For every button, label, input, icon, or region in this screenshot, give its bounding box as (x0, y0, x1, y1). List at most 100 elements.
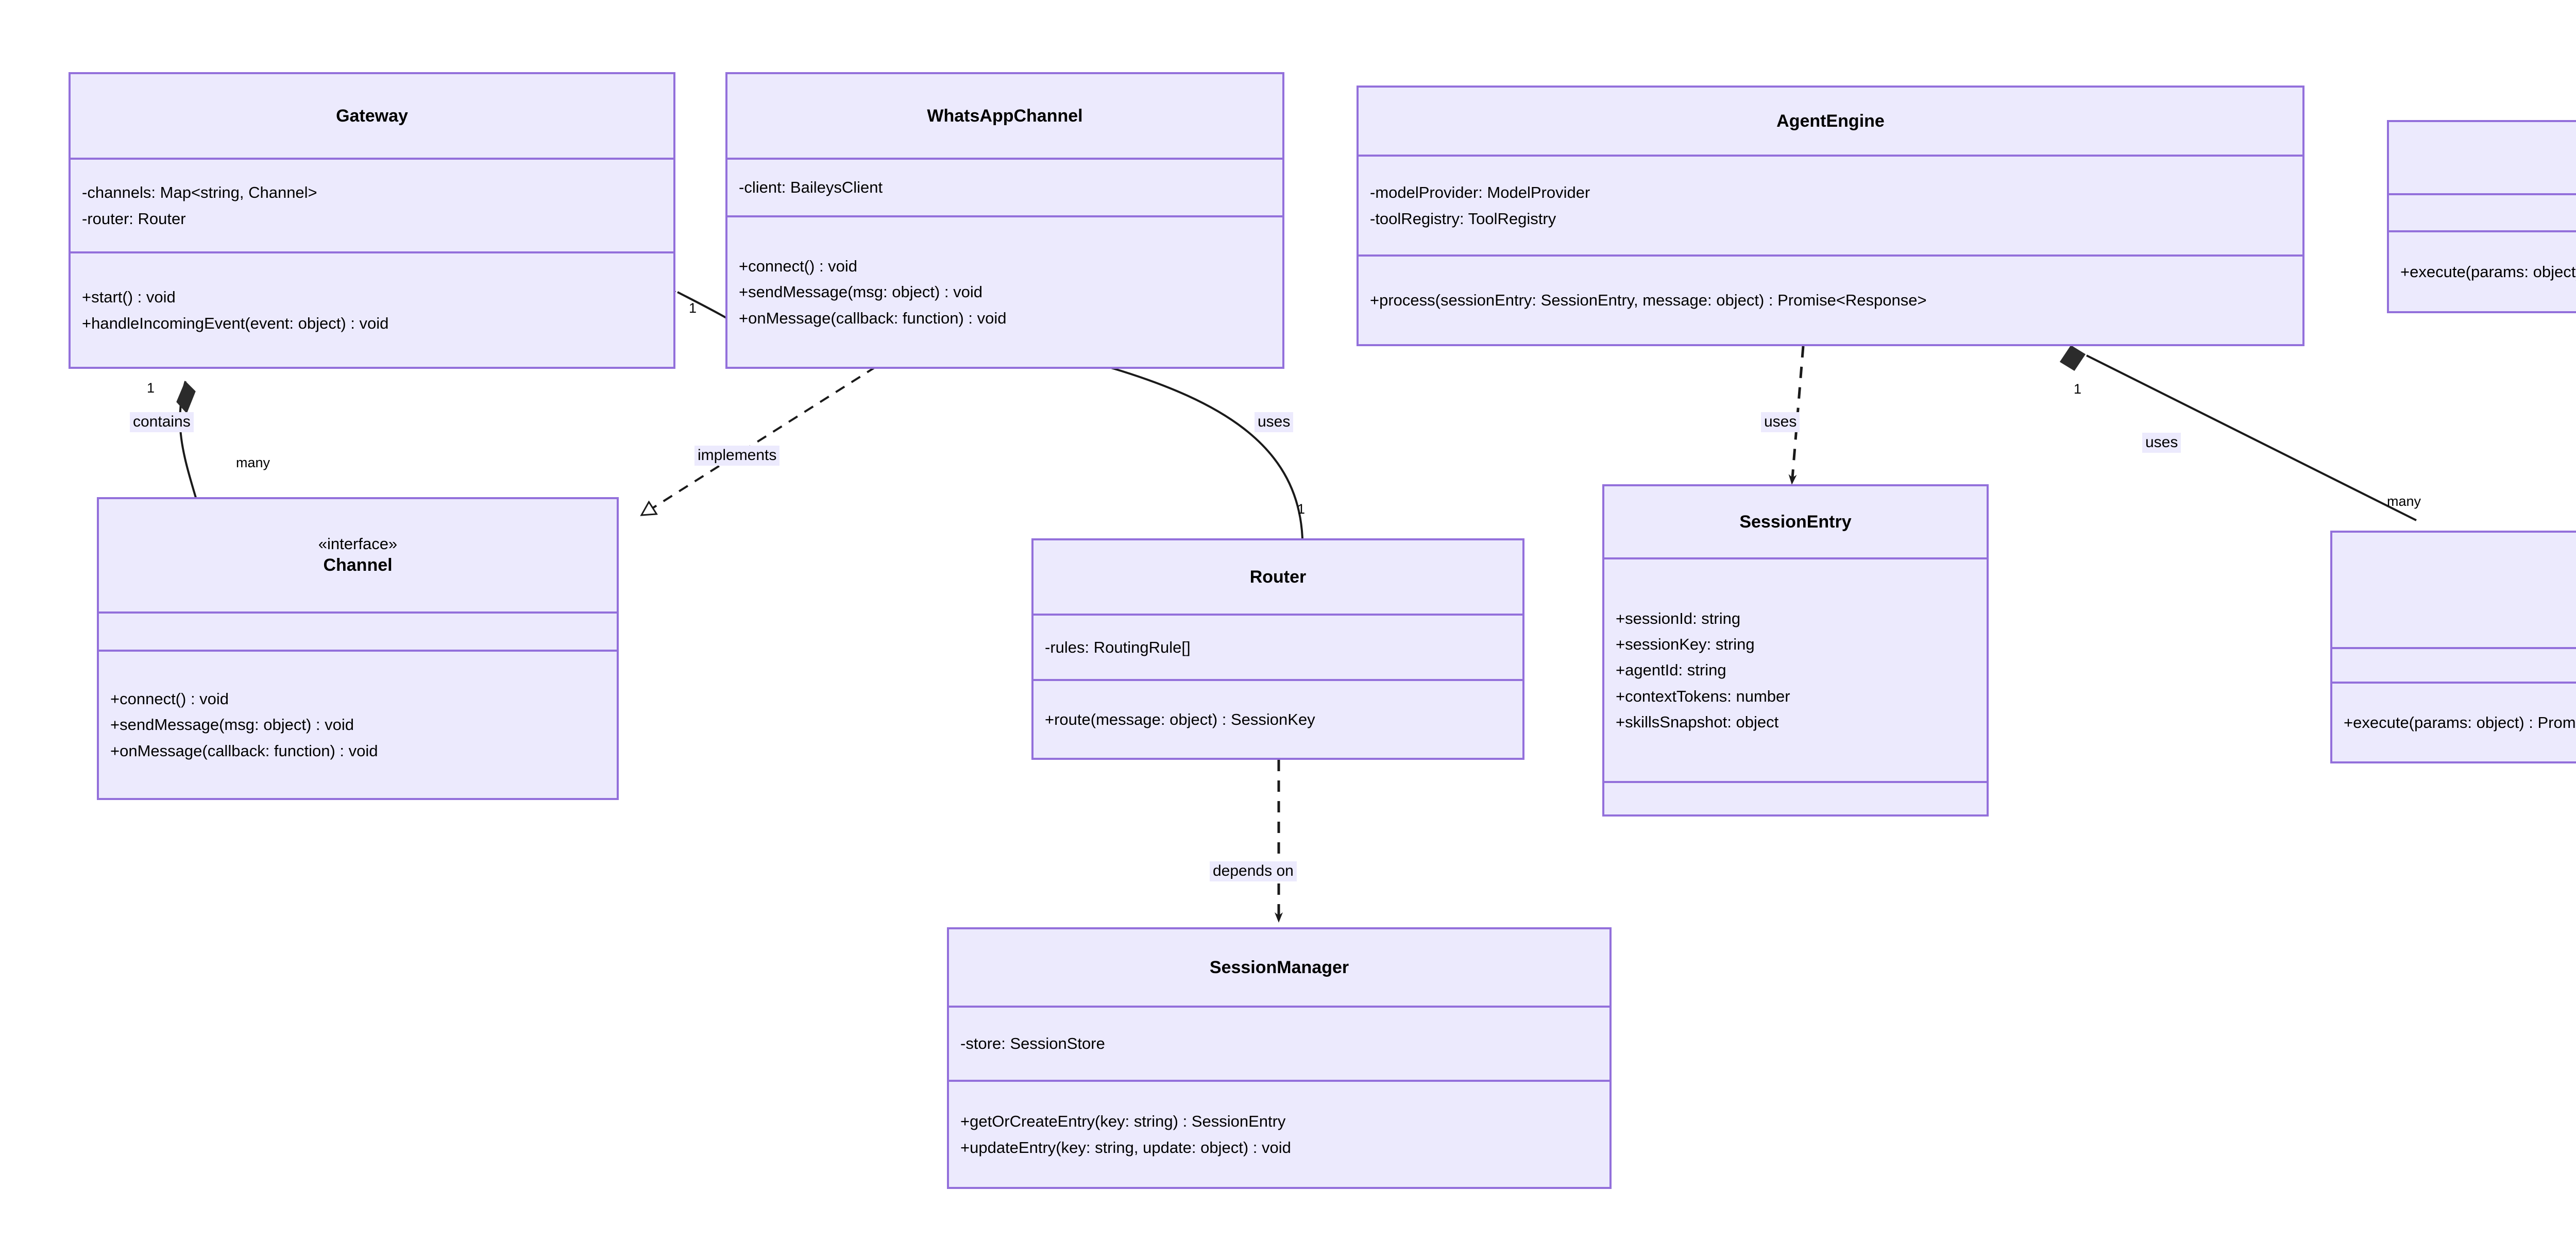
method-row: +execute(params: object) : Promise<Resul… (2400, 262, 2576, 281)
attribute-row: +contextTokens: number (1616, 687, 1790, 705)
attribute-row: +agentId: string (1616, 661, 1726, 679)
divider (949, 1006, 1609, 1008)
attributes-agentengine: -modelProvider: ModelProvider -toolRegis… (1359, 157, 2302, 254)
multiplicity-agentengine-one: 1 (2074, 381, 2082, 397)
class-box-tool[interactable]: «interface» Tool +execute(params: object… (2330, 531, 2576, 763)
attribute-row: +sessionKey: string (1616, 635, 1755, 654)
multiplicity-whatsappchannel-one: 1 (689, 300, 697, 316)
class-title-sessionmanager: SessionManager (1209, 957, 1349, 977)
multiplicity-gateway-one: 1 (147, 380, 155, 396)
attribute-row: +skillsSnapshot: object (1616, 712, 1779, 731)
class-stereotype-channel: «interface» (318, 535, 398, 553)
edge-whatsappchannel-implements-channel (641, 366, 877, 515)
divider (1604, 557, 1987, 559)
divider (1033, 614, 1522, 616)
method-row: +getOrCreateEntry(key: string) : Session… (960, 1112, 1286, 1131)
class-header-agentengine: AgentEngine (1359, 88, 2302, 155)
attribute-row: +sessionId: string (1616, 609, 1741, 628)
divider (1359, 254, 2302, 257)
class-box-sessionentry[interactable]: SessionEntry +sessionId: string +session… (1602, 484, 1989, 817)
class-header-router: Router (1033, 540, 1522, 614)
edge-label-depends-on: depends on (1210, 861, 1297, 881)
class-box-gateway[interactable]: Gateway -channels: Map<string, Channel> … (69, 72, 675, 369)
divider (71, 158, 673, 160)
attribute-row: -router: Router (82, 209, 186, 228)
class-header-sessionmanager: SessionManager (949, 929, 1609, 1006)
method-row: +handleIncomingEvent(event: object) : vo… (82, 314, 389, 332)
method-row: +connect() : void (739, 257, 858, 276)
divider (2389, 193, 2576, 195)
divider (2389, 230, 2576, 232)
multiplicity-channel-many: many (236, 455, 270, 470)
attributes-tool (2332, 649, 2576, 682)
class-title-gateway: Gateway (336, 106, 408, 126)
class-box-sessionmanager[interactable]: SessionManager -store: SessionStore +get… (947, 927, 1612, 1189)
class-title-router: Router (1249, 567, 1307, 587)
method-row: +process(sessionEntry: SessionEntry, mes… (1370, 291, 1927, 310)
divider (1604, 781, 1987, 783)
divider (1033, 679, 1522, 681)
divider (2332, 647, 2576, 649)
method-row: +updateEntry(key: string, update: object… (960, 1138, 1291, 1157)
attribute-row: -store: SessionStore (960, 1034, 1105, 1053)
class-title-sessionentry: SessionEntry (1739, 512, 1852, 532)
class-title-agentengine: AgentEngine (1776, 111, 1885, 131)
divider (71, 251, 673, 253)
class-header-zalousertool: ZalouserTool (2389, 122, 2576, 193)
attributes-channel (99, 614, 617, 650)
class-header-whatsappchannel: WhatsAppChannel (727, 74, 1282, 158)
divider (99, 650, 617, 652)
class-box-zalousertool[interactable]: ZalouserTool +execute(params: object) : … (2387, 120, 2576, 313)
attributes-sessionmanager: -store: SessionStore (949, 1008, 1609, 1080)
methods-tool: +execute(params: object) : Promise<Resul… (2332, 684, 2576, 761)
method-row: +sendMessage(msg: object) : void (739, 283, 982, 301)
class-box-router[interactable]: Router -rules: RoutingRule[] +route(mess… (1031, 538, 1524, 760)
attribute-row: -modelProvider: ModelProvider (1370, 183, 1590, 202)
edge-label-contains: contains (130, 412, 194, 432)
method-row: +start() : void (82, 288, 176, 307)
multiplicity-router-one: 1 (1297, 501, 1306, 517)
methods-agentengine: +process(sessionEntry: SessionEntry, mes… (1359, 257, 2302, 344)
divider (99, 611, 617, 614)
edge-label-implements-channel: implements (694, 446, 780, 466)
method-row: +onMessage(callback: function) : void (110, 741, 378, 760)
divider (727, 158, 1282, 160)
class-box-whatsappchannel[interactable]: WhatsAppChannel -client: BaileysClient +… (725, 72, 1284, 369)
attribute-row: -rules: RoutingRule[] (1045, 638, 1191, 656)
method-row: +onMessage(callback: function) : void (739, 309, 1007, 327)
method-row: +execute(params: object) : Promise<Resul… (2344, 713, 2576, 732)
attributes-router: -rules: RoutingRule[] (1033, 616, 1522, 679)
class-header-gateway: Gateway (71, 74, 673, 158)
edge-agentengine-uses-tool (2059, 345, 2417, 521)
attributes-whatsappchannel: -client: BaileysClient (727, 160, 1282, 215)
multiplicity-tool-many: many (2387, 494, 2421, 509)
divider (727, 215, 1282, 217)
class-title-channel: Channel (323, 555, 393, 575)
edge-whatsappchannel-uses-router (1107, 366, 1303, 539)
methods-sessionmanager: +getOrCreateEntry(key: string) : Session… (949, 1082, 1609, 1187)
methods-router: +route(message: object) : SessionKey (1033, 681, 1522, 758)
attribute-row: -toolRegistry: ToolRegistry (1370, 209, 1556, 228)
methods-sessionentry (1604, 783, 1987, 814)
class-header-tool: «interface» Tool (2332, 533, 2576, 647)
method-row: +connect() : void (110, 690, 229, 708)
method-row: +sendMessage(msg: object) : void (110, 716, 354, 734)
divider (949, 1080, 1609, 1082)
edge-label-uses-sessionentry: uses (1761, 412, 1800, 432)
attributes-zalousertool (2389, 195, 2576, 230)
attribute-row: -channels: Map<string, Channel> (82, 183, 317, 202)
class-header-sessionentry: SessionEntry (1604, 486, 1987, 557)
methods-zalousertool: +execute(params: object) : Promise<Resul… (2389, 232, 2576, 311)
attributes-gateway: -channels: Map<string, Channel> -router:… (71, 160, 673, 251)
edge-label-uses-router: uses (1255, 412, 1294, 432)
methods-whatsappchannel: +connect() : void +sendMessage(msg: obje… (727, 217, 1282, 367)
edge-label-uses-tool: uses (2142, 433, 2181, 453)
methods-channel: +connect() : void +sendMessage(msg: obje… (99, 652, 617, 798)
method-row: +route(message: object) : SessionKey (1045, 710, 1315, 728)
class-header-channel: «interface» Channel (99, 499, 617, 611)
class-box-agentengine[interactable]: AgentEngine -modelProvider: ModelProvide… (1357, 86, 2304, 346)
class-box-channel[interactable]: «interface» Channel +connect() : void +s… (97, 497, 619, 800)
methods-gateway: +start() : void +handleIncomingEvent(eve… (71, 253, 673, 367)
class-title-whatsappchannel: WhatsAppChannel (927, 106, 1083, 126)
